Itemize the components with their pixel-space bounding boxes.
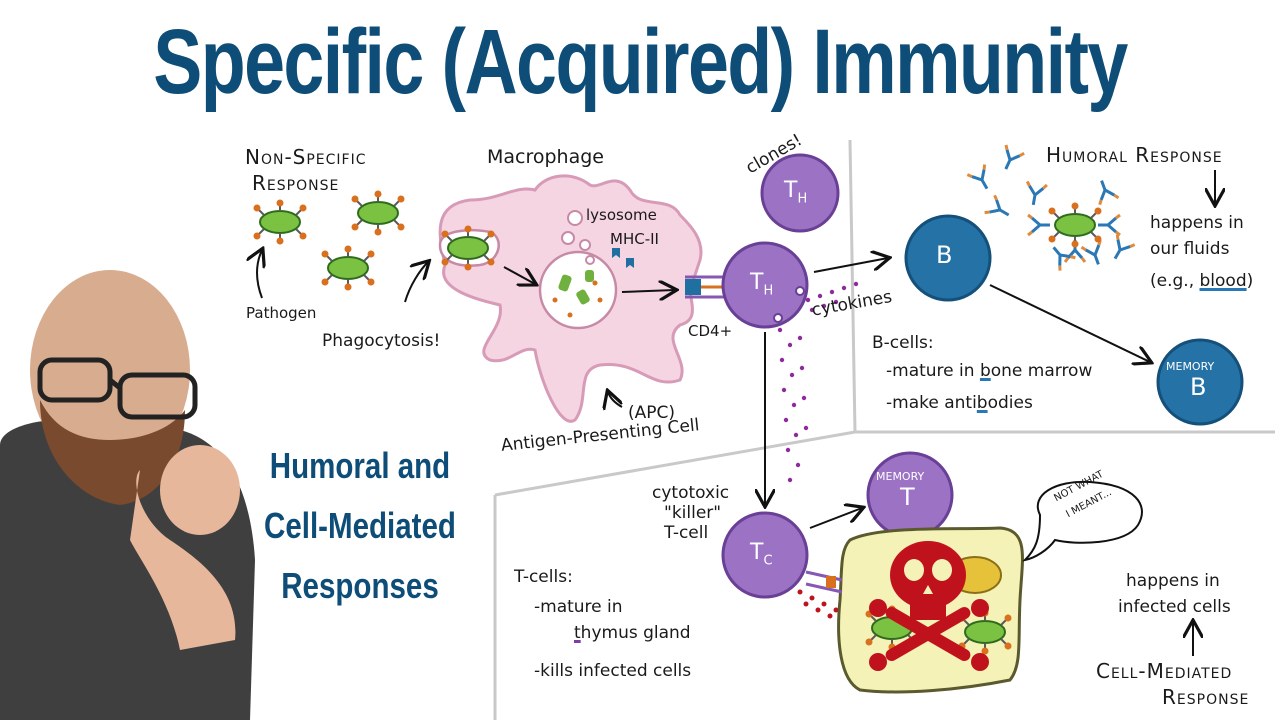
humoral-response-label: Humoral Response [1046,143,1223,167]
memory-t-label: T [900,483,915,511]
cell-mediated-label-1: Cell-Mediated [1096,659,1233,683]
happens-infected-2: infected cells [1118,597,1231,617]
subtitle-line-1: Humoral and [269,445,451,486]
memory-b-label: B [1190,373,1207,401]
pathogen-2 [350,189,406,237]
cytokine-dots [777,281,859,483]
tcells-line-2: thymus gland [574,623,691,643]
non-specific-label-1: Non-Specific [245,145,367,169]
cd4-label: CD4+ [688,322,733,340]
presenter-photo [0,270,255,720]
b-cell [904,214,992,302]
mhc-ii-icon [612,248,634,268]
th-label: TH [750,270,774,299]
lysosome-label: lysosome [586,206,657,224]
memory-t-top-label: MEMORY [876,470,925,483]
apc-label: (APC) [628,403,676,423]
b-label: B [936,241,953,269]
bcells-line-2: -make antibodies [886,393,1033,413]
subtitle: Humoral and Cell-Mediated Responses [262,436,459,616]
tcells-line-3: -kills infected cells [534,661,692,681]
cell-mediated-label-2: Response [1162,685,1250,709]
helper-t-clone-cell [760,153,840,233]
subtitle-line-3: Responses [281,565,439,606]
phagolysosome [538,250,618,330]
cytotoxic-label-2: "killer" [664,503,722,523]
pathogen-3 [320,244,376,292]
macrophage-label: Macrophage [487,146,604,168]
page-title: Specific (Acquired) Immunity [153,11,1128,113]
non-specific-label-2: Response [252,171,340,195]
happens-infected-1: happens in [1126,571,1220,591]
bcells-title: B-cells: [872,333,934,353]
phagocytosis-label: Phagocytosis! [322,331,441,351]
pathogen-1 [252,198,308,246]
tc-label: TC [750,540,773,569]
happens-fluids-1: happens in [1150,213,1244,233]
subtitle-line-2: Cell-Mediated [264,505,456,546]
tcells-title: T-cells: [514,567,573,587]
happens-fluids-3: (e.g., blood) [1150,271,1254,291]
skull-crossbones-icon [869,541,989,671]
lysosomes [561,210,595,265]
cytotoxin-dots [797,589,839,619]
speech-bubble [1021,480,1143,562]
cytotoxic-t-cell [721,511,809,599]
bcells-line-1: -mature in bone marrow [886,361,1093,381]
panel-dividers [493,139,1275,720]
tc-binding [805,570,843,594]
digested-pathogen-fragments [558,270,594,305]
tcells-line-1: -mature in [534,597,623,617]
cytotoxic-label-1: cytotoxic [652,483,730,503]
memory-b-cell [1156,338,1244,426]
neutralized-pathogen [1047,201,1103,249]
mhc-label: MHC-II [610,230,659,248]
memory-b-top-label: MEMORY [1166,360,1215,373]
helper-t-cell [721,241,809,329]
cytotoxic-label-3: T-cell [664,523,709,543]
th-clone-label: TH [784,178,808,207]
happens-fluids-2: our fluids [1150,239,1230,259]
pathogen-label: Pathogen [246,304,317,322]
